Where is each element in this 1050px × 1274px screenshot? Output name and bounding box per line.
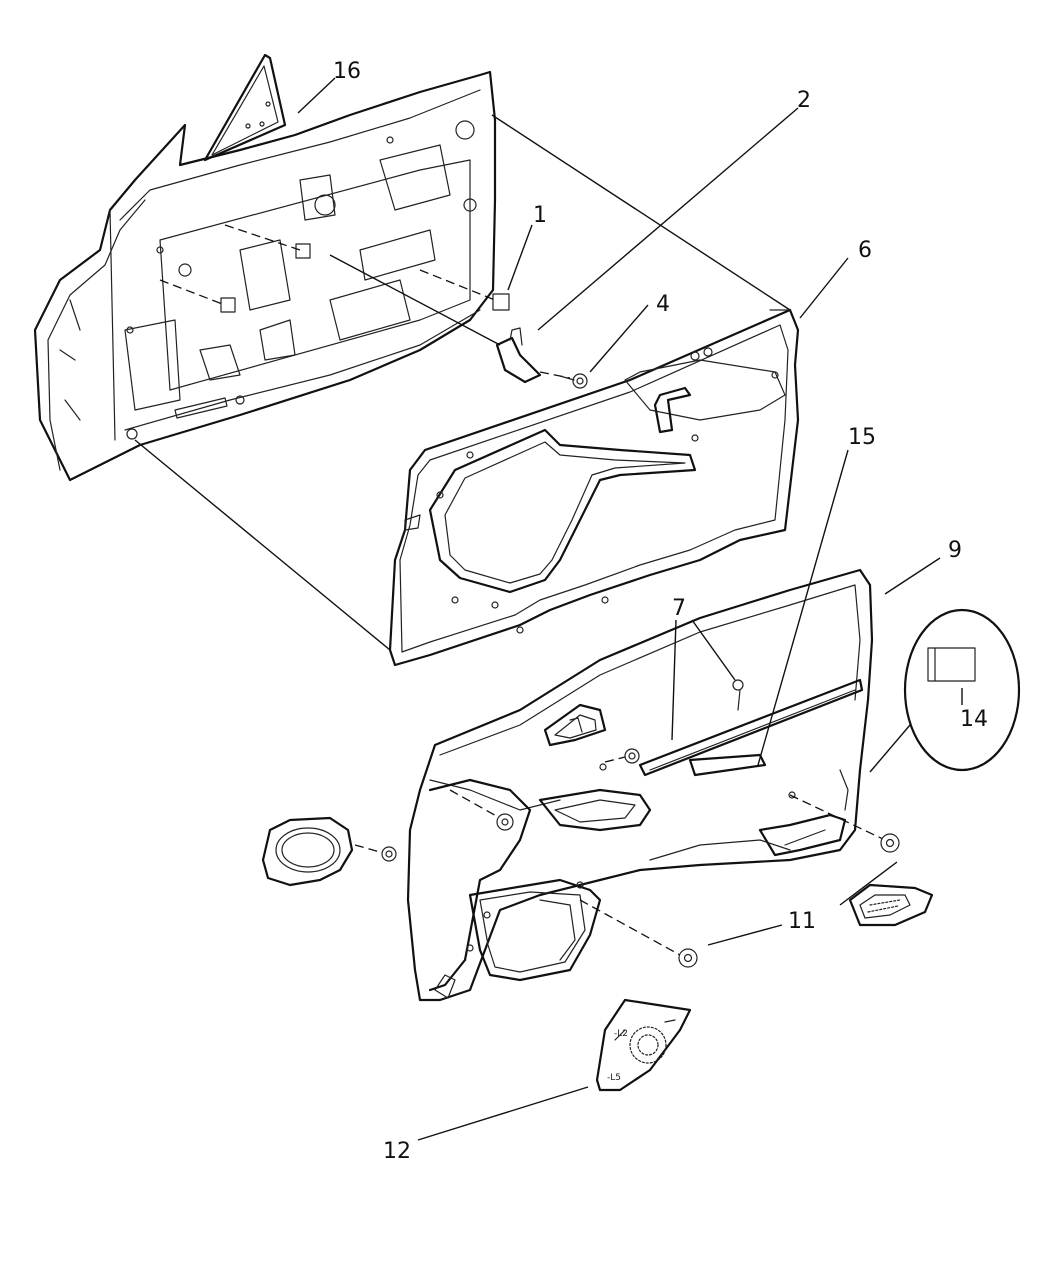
water-shield: [388, 308, 800, 667]
detail-inset: [869, 608, 1021, 773]
retainer-clips: [159, 224, 510, 313]
speaker-grille: -L2 -L5: [595, 998, 692, 1092]
callout-1: 1: [533, 203, 547, 228]
trim-screws: [449, 679, 900, 968]
callout-9: 9: [948, 538, 962, 563]
door-trim-panel: [406, 568, 874, 1002]
bezel-mark-top: -L2: [614, 1029, 628, 1039]
callout-4: 4: [656, 292, 670, 317]
leader-lines: [297, 77, 963, 1141]
bezel-mark-bottom: -L5: [607, 1073, 621, 1083]
door-inner-frame: [33, 70, 497, 482]
assembly-lines: [134, 114, 791, 651]
callout-labels: 1 2 4 6 7 9 11 12 14 15 16: [333, 59, 988, 1164]
callout-16: 16: [333, 59, 361, 84]
callout-14: 14: [960, 707, 988, 732]
callout-15: 15: [848, 425, 876, 450]
callout-11: 11: [788, 909, 816, 934]
callout-12: 12: [383, 1139, 411, 1164]
callout-7: 7: [672, 596, 686, 621]
speaker: [261, 816, 397, 887]
switch-bezel: [848, 883, 934, 927]
callout-6: 6: [858, 238, 872, 263]
mounting-bracket: [329, 254, 588, 389]
quarter-glass: [203, 53, 287, 162]
callout-2: 2: [797, 88, 811, 113]
